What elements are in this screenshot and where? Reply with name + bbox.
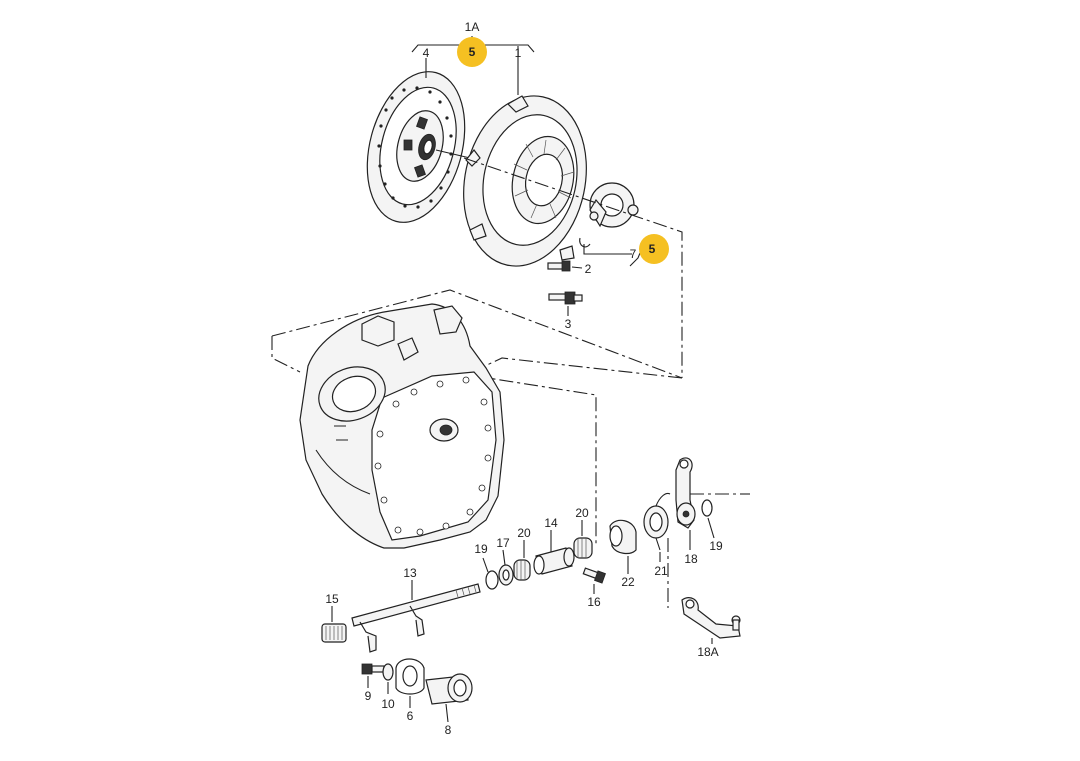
- release-bearing[interactable]: [579, 182, 639, 248]
- label-5-right: 5: [649, 242, 656, 256]
- label-1: 1: [515, 46, 522, 60]
- cover-8[interactable]: [425, 673, 473, 723]
- label-5-top: 5: [469, 45, 476, 59]
- bolt-16[interactable]: [582, 567, 606, 594]
- label-21: 21: [654, 564, 668, 578]
- gasket-6[interactable]: [395, 658, 425, 708]
- part-labels: 1A 4 1 2 3 7 13 14 15 16 17 19 20 20 22 …: [325, 20, 723, 737]
- bolt-9[interactable]: [361, 663, 385, 688]
- stud-3[interactable]: [548, 291, 583, 316]
- label-7: 7: [630, 247, 637, 261]
- washer-17[interactable]: [498, 549, 514, 586]
- label-22: 22: [621, 575, 635, 589]
- spring-20-left[interactable]: [513, 540, 531, 581]
- label-20-right: 20: [575, 506, 589, 520]
- return-spring[interactable]: [643, 492, 671, 563]
- label-17: 17: [496, 536, 510, 550]
- transmission-housing[interactable]: [299, 303, 505, 549]
- sleeve-22[interactable]: [609, 519, 637, 574]
- label-19-right: 19: [709, 539, 723, 553]
- circlip-19-right[interactable]: [701, 499, 715, 539]
- label-9: 9: [365, 689, 372, 703]
- washer-10[interactable]: [382, 663, 394, 694]
- label-8: 8: [445, 723, 452, 737]
- assembly-outline: [271, 157, 683, 545]
- label-3: 3: [565, 317, 572, 331]
- label-10: 10: [381, 697, 395, 711]
- label-6: 6: [407, 709, 414, 723]
- label-2: 2: [585, 262, 592, 276]
- spring-20-right[interactable]: [573, 520, 593, 559]
- highlight-badge-5-top[interactable]: 5: [457, 37, 487, 67]
- label-20-left: 20: [517, 526, 531, 540]
- pressure-plate[interactable]: [448, 84, 601, 277]
- label-15: 15: [325, 592, 339, 606]
- label-14: 14: [544, 516, 558, 530]
- lever-18A[interactable]: [681, 493, 750, 644]
- leader-7: [583, 244, 632, 255]
- selector-shaft[interactable]: [351, 580, 481, 653]
- rubber-cap[interactable]: [321, 606, 347, 643]
- label-16: 16: [587, 595, 601, 609]
- clutch-disc[interactable]: [352, 61, 481, 234]
- label-1A: 1A: [465, 20, 480, 34]
- highlight-badge-5-right[interactable]: 5: [639, 234, 669, 264]
- bolt-2[interactable]: [547, 260, 583, 272]
- label-18: 18: [684, 552, 698, 566]
- label-19-left: 19: [474, 542, 488, 556]
- guide-sleeve[interactable]: [533, 530, 575, 575]
- label-18A: 18A: [697, 645, 718, 659]
- label-13: 13: [403, 566, 417, 580]
- label-4: 4: [423, 46, 430, 60]
- circlip-19[interactable]: [482, 557, 499, 590]
- release-lever[interactable]: [667, 457, 740, 608]
